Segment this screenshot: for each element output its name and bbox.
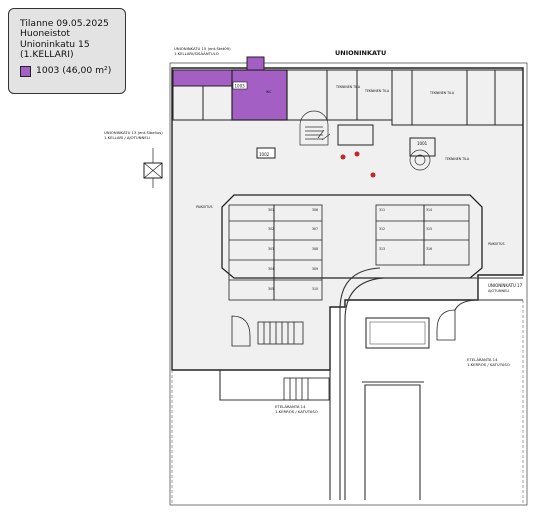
building-floor bbox=[171, 67, 524, 371]
room-label-1: WC bbox=[266, 90, 272, 94]
fire-markers bbox=[340, 151, 376, 178]
legend-status: Tilanne 09.05.2025 bbox=[20, 18, 109, 29]
entrance-top-sub: 1.KELLARI/SISÄÄNTULO bbox=[174, 51, 219, 56]
unit-1003-tag bbox=[232, 81, 248, 90]
legend-floor: (1.KELLARI) bbox=[20, 49, 74, 61]
entrance-left-label: UNIONINKATU 13 (ent.Sibelius) bbox=[104, 130, 163, 135]
entrance-bottom-right-sub: 1.KERROS / KATUTASO bbox=[467, 362, 510, 367]
entrance-right-sub: AJOTUNNELI bbox=[488, 289, 509, 293]
unit-1003[interactable] bbox=[231, 69, 288, 121]
street-top-label: UNIONINKATU bbox=[335, 49, 386, 57]
parking-label: 306 bbox=[312, 208, 318, 212]
parking-label: 305 bbox=[268, 287, 274, 291]
parking-stalls[interactable] bbox=[228, 204, 470, 301]
legend-address: Unioninkatu 15 bbox=[20, 38, 90, 50]
entrance-right-label: UNIONINKATU 17 bbox=[488, 283, 523, 288]
legend-type: Huoneistot bbox=[20, 28, 70, 40]
unit-1003-stair[interactable] bbox=[246, 56, 265, 71]
unit-1001-label: 1001 bbox=[417, 141, 428, 146]
entrance-bottom-left-label: ETELÄRANTA 14 bbox=[275, 404, 306, 409]
room-label-4: TEKNINEN TILA bbox=[429, 91, 455, 95]
entrance-left-sub: 1.KELLARI / AJOTUNNELI bbox=[104, 135, 150, 140]
parking-label: 312 bbox=[379, 227, 385, 231]
parking-label: 313 bbox=[379, 247, 385, 251]
parking-label: 301 bbox=[268, 208, 274, 212]
room-label-2: TEKNINEN TILA bbox=[335, 85, 361, 89]
legend-item-1003[interactable]: 1003 (46,00 m²) bbox=[20, 64, 125, 77]
room-label-6: TEKNINEN TILA bbox=[444, 157, 470, 161]
unit-1003-top[interactable] bbox=[172, 69, 234, 87]
stair-symbols bbox=[299, 110, 431, 171]
unit-1002-label: 1002 bbox=[259, 152, 270, 157]
driveways bbox=[219, 267, 523, 500]
entrance-bottom-left-sub: 1.KERROS / KATUTASO bbox=[275, 409, 318, 414]
entrance-bottom-right-label: ETELÄRANTA 14 bbox=[467, 357, 498, 362]
parking-label: 308 bbox=[312, 247, 318, 251]
parking-label: 307 bbox=[312, 227, 318, 231]
elevator-left-cross bbox=[143, 162, 163, 179]
parking-label: 316 bbox=[426, 247, 432, 251]
entrance-top-label: UNIONINKATU 15 (ent.Stet09) bbox=[174, 46, 231, 51]
legend-unit-label: 1003 (46,00 m²) bbox=[36, 64, 112, 76]
parking-label: 314 bbox=[426, 208, 432, 212]
parking-label: 304 bbox=[268, 267, 274, 271]
parking-label: 302 bbox=[268, 227, 274, 231]
room-walls-top bbox=[172, 69, 524, 159]
room-label-7: PAIKOITUS bbox=[488, 242, 505, 246]
ramp-inner bbox=[369, 321, 426, 345]
parking-label: 309 bbox=[312, 267, 318, 271]
room-label-5: PAIKOITUS bbox=[196, 205, 213, 209]
parking-label: 315 bbox=[426, 227, 432, 231]
parking-label: 303 bbox=[268, 247, 274, 251]
parking-label: 311 bbox=[379, 208, 385, 212]
legend-box: Tilanne 09.05.2025 Huoneistot Unioninkat… bbox=[8, 8, 126, 94]
unit-1003-label: 1003 bbox=[235, 84, 246, 89]
plan-outline bbox=[169, 62, 528, 506]
ramp-platform bbox=[365, 317, 430, 349]
parking-label: 310 bbox=[312, 287, 318, 291]
legend-swatch bbox=[20, 65, 31, 77]
parking-numbers: 301 302 303 304 305 306 307 308 309 310 … bbox=[268, 208, 432, 291]
room-label-3: TEKNINEN TILA bbox=[364, 89, 390, 93]
